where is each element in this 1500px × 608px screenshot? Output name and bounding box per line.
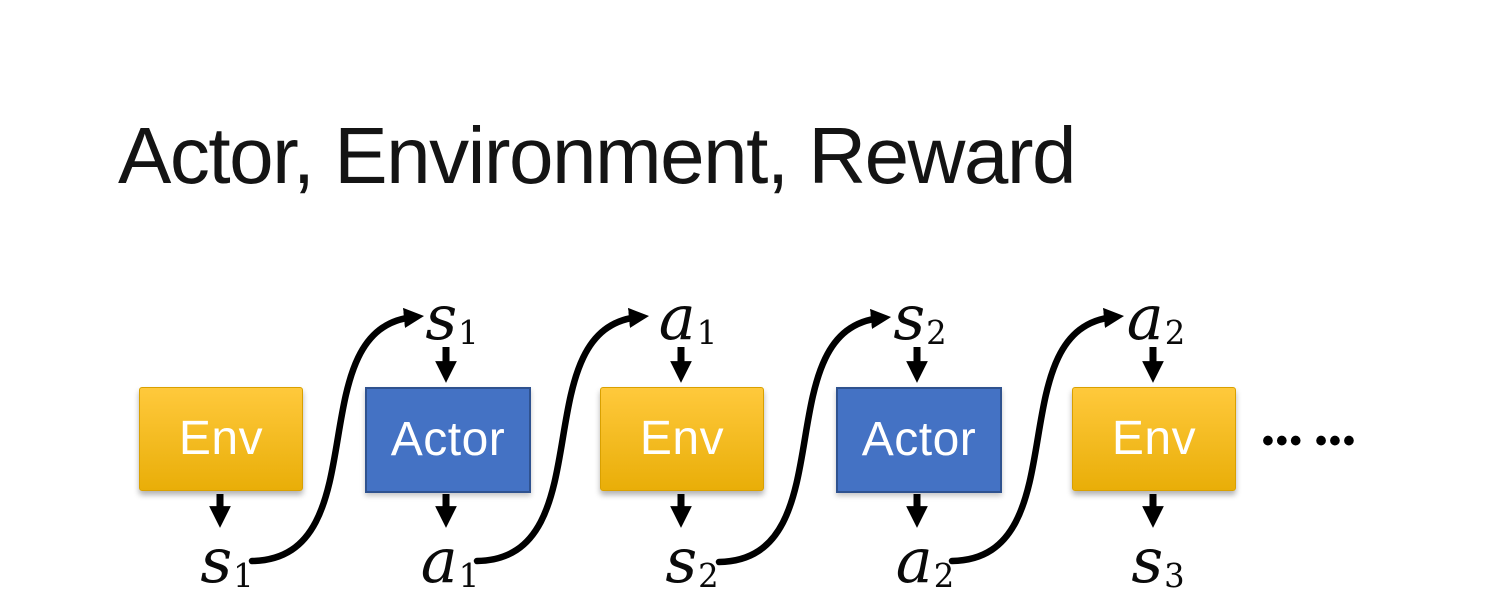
env-box-1-label: Env [178,412,264,465]
bottom-label-a1-sub: 1 [458,556,480,595]
top-label-s1-sub: 1 [458,313,479,352]
bottom-label-s3: s3 [1131,530,1184,592]
bottom-label-a1-base: a [420,524,458,597]
bottom-label-s2: s2 [665,530,718,592]
top-label-a1: a1 [659,287,717,349]
bottom-label-s1-base: s [200,524,233,597]
env-box-1: Env [139,387,303,491]
bottom-label-a1: a1 [421,530,479,592]
top-label-s2-base: s [893,281,926,354]
actor-box-2: Actor [836,387,1002,493]
actor-box-1-label: Actor [390,413,506,466]
actor-box-1: Actor [365,387,531,493]
bottom-label-s1: s1 [200,530,253,592]
env-box-3-label: Env [1111,412,1197,465]
top-label-a2-base: a [1126,281,1164,354]
ellipsis-dots: ••• ••• [1262,422,1357,460]
top-label-a2: a2 [1127,287,1185,349]
env-box-3: Env [1072,387,1236,491]
curved-arrow-a1 [473,307,650,565]
top-label-s2: s2 [893,287,946,349]
bottom-label-a2: a2 [896,530,954,592]
bottom-label-s2-base: s [665,524,698,597]
bottom-label-s3-base: s [1131,524,1164,597]
top-label-a1-base: a [658,281,696,354]
top-label-s1: s1 [425,287,478,349]
bottom-label-s3-sub: 3 [1164,556,1185,595]
curved-arrow-s1 [248,307,425,565]
curved-arrow-a2 [948,307,1125,565]
top-label-s2-sub: 2 [926,313,947,352]
bottom-label-a2-sub: 2 [933,556,955,595]
env-box-2: Env [600,387,764,491]
top-label-s1-base: s [425,281,458,354]
bottom-label-a2-base: a [895,524,933,597]
env-box-2-label: Env [639,412,725,465]
top-label-a2-sub: 2 [1164,313,1186,352]
curved-arrow-s2 [715,308,892,566]
bottom-label-s1-sub: 1 [233,556,254,595]
slide-title: Actor, Environment, Reward [118,111,1076,200]
bottom-label-s2-sub: 2 [698,556,719,595]
top-label-a1-sub: 1 [696,313,718,352]
actor-box-2-label: Actor [861,413,977,466]
